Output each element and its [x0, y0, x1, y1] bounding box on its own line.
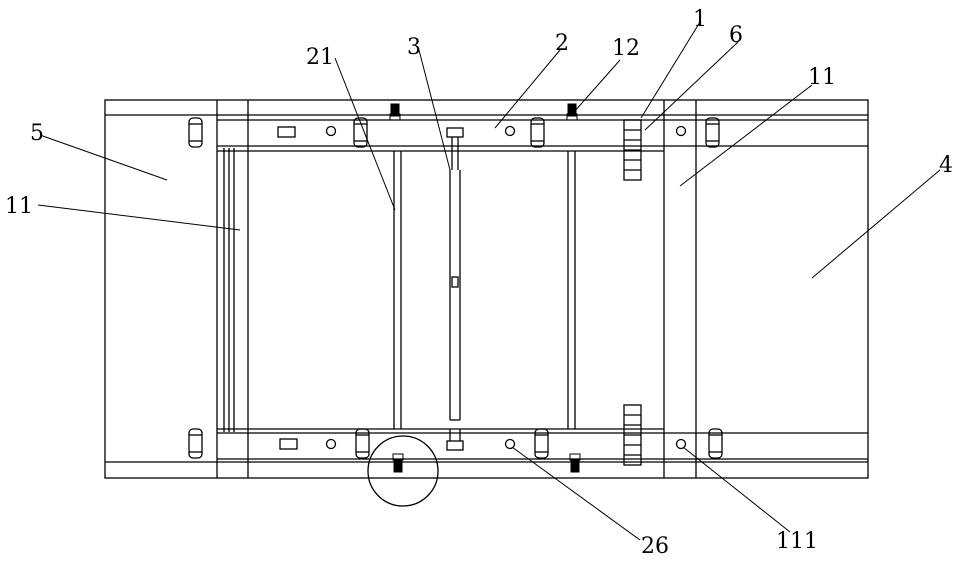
end-panel-right: [664, 100, 696, 478]
label-111: 111: [776, 529, 818, 554]
bottom-rail: [217, 429, 868, 459]
label-5: 5: [30, 121, 44, 146]
gear-rack-bottom: [624, 405, 641, 465]
gear-rack-top: [624, 120, 641, 180]
clip-bottom-right: [571, 460, 579, 472]
label-26: 26: [641, 534, 669, 559]
central-rod-3: [447, 128, 463, 450]
label-6: 6: [729, 23, 743, 48]
detail-circle: [368, 436, 438, 506]
label-12: 12: [612, 36, 640, 61]
label-11-right: 11: [808, 65, 836, 90]
clip-bottom-left: [394, 460, 402, 472]
cross-member-right: [568, 151, 575, 429]
label-3: 3: [407, 35, 421, 60]
label-2: 2: [555, 31, 569, 56]
label-21: 21: [306, 45, 334, 70]
label-11-left: 11: [5, 194, 33, 219]
clip-12-group: [391, 104, 579, 472]
label-1: 1: [693, 7, 707, 32]
end-panel-left: [217, 100, 248, 478]
cross-member-21: [394, 151, 401, 429]
bolt-row-top: [189, 118, 719, 147]
label-4: 4: [939, 153, 953, 178]
outer-frame: [105, 100, 868, 478]
